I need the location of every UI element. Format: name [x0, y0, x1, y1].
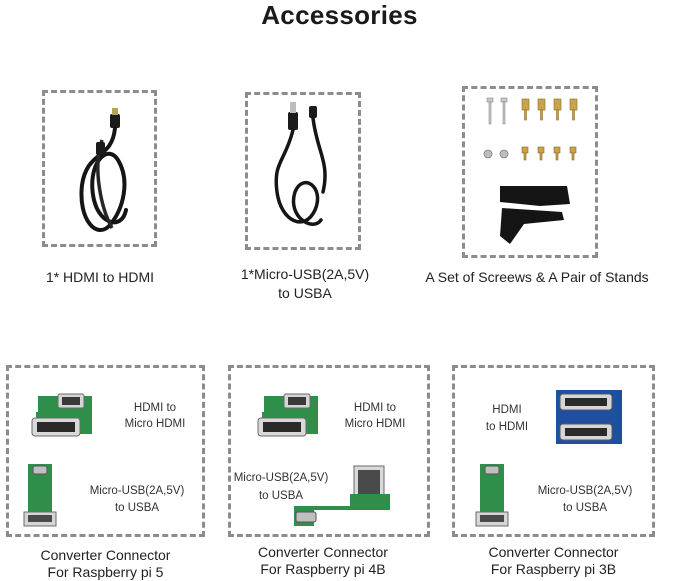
- pi4b-caption-1: Converter Connector: [258, 544, 388, 560]
- usb-cable-box: [245, 92, 361, 250]
- screws-stands-icon: [483, 97, 578, 244]
- converter-pi5-box: [6, 365, 205, 537]
- pi4b-top-label-2: Micro HDMI: [344, 418, 406, 430]
- hdmi-cable-caption: 1* HDMI to HDMI: [45, 269, 155, 285]
- micro-usb-adapter-icon: [23, 464, 57, 527]
- micro-hdmi-adapter-icon: [257, 393, 318, 437]
- pi3b-top-label-2: to HDMI: [485, 421, 529, 433]
- micro-usb-adapter-long-icon: [294, 465, 390, 526]
- pi4b-caption-2: For Raspberry pi 4B: [260, 561, 386, 577]
- micro-usb-adapter-icon: [475, 464, 509, 527]
- pi4b-bottom-label-2: to USBA: [258, 490, 304, 502]
- micro-hdmi-adapter-icon: [31, 393, 92, 437]
- hdmi-cable-icon: [79, 108, 128, 232]
- screws-caption: A Set of Screews & A Pair of Stands: [425, 269, 649, 285]
- pi4b-top-label-1: HDMI to: [353, 402, 397, 414]
- pi3b-bottom-label-1: Micro-USB(2A,5V): [537, 485, 633, 497]
- pi5-top-label-1: HDMI to: [133, 402, 177, 414]
- converter-pi3b-box: [452, 365, 655, 537]
- pi5-bottom-label-1: Micro-USB(2A,5V): [89, 485, 185, 497]
- pi4b-bottom-label-1: Micro-USB(2A,5V): [233, 472, 329, 484]
- usb-cable-icon: [274, 102, 327, 226]
- pi5-caption-2: For Raspberry pi 5: [47, 564, 164, 580]
- pi3b-bottom-label-2: to USBA: [562, 502, 608, 514]
- pi5-bottom-label-2: to USBA: [114, 502, 160, 514]
- converter-pi4b-box: [228, 365, 430, 537]
- pi5-top-label-2: Micro HDMI: [124, 418, 186, 430]
- pi3b-caption-1: Converter Connector: [488, 544, 619, 560]
- page-title: Accessories: [261, 0, 418, 30]
- hdmi-adapter-blue-icon: [556, 390, 622, 444]
- pi3b-top-label-1: HDMI: [492, 404, 522, 416]
- pi3b-caption-2: For Raspberry pi 3B: [490, 561, 617, 577]
- screws-box: [462, 86, 598, 258]
- usb-cable-caption-1: 1*Micro-USB(2A,5V): [240, 266, 370, 282]
- pi5-caption-1: Converter Connector: [40, 547, 171, 563]
- usb-cable-caption-2: to USBA: [278, 285, 332, 301]
- hdmi-cable-box: [42, 90, 157, 247]
